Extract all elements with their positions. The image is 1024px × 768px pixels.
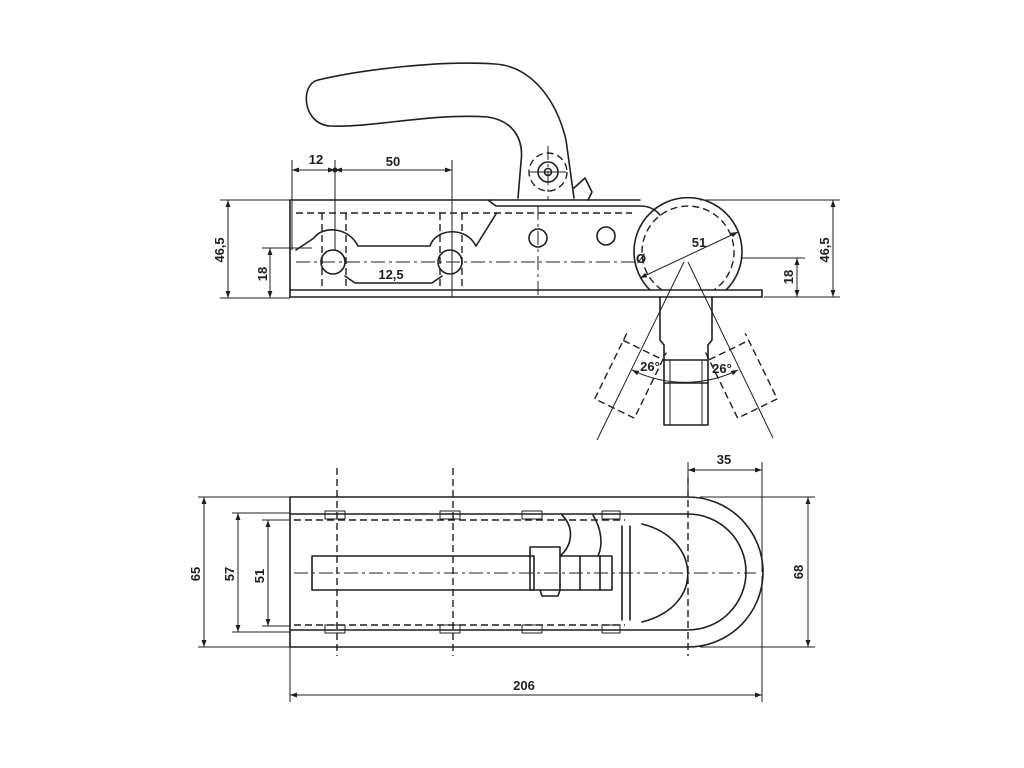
ball-socket	[633, 196, 743, 291]
dim-outer-width-label: 65	[188, 567, 203, 581]
dimension-width-right	[700, 496, 815, 648]
dim-ball-height-label: 18	[781, 270, 796, 284]
dim-inner-width-label: 51	[252, 569, 267, 583]
plan-ball-socket	[641, 523, 689, 623]
swing-angle-arc	[631, 369, 739, 383]
ball-shank	[659, 296, 713, 426]
handle-pivot	[528, 146, 593, 201]
dim-swing-left-label: 26°	[640, 359, 660, 374]
body-outline	[289, 199, 661, 298]
dim-slot-label: 12,5	[378, 267, 403, 282]
handle	[305, 62, 575, 199]
dim-mid-width-label: 57	[222, 567, 237, 581]
dim-length-label: 206	[513, 678, 535, 693]
plan-handle	[311, 514, 613, 597]
dim-ball-diameter-label: 51	[692, 235, 706, 250]
rivet-hole	[528, 228, 548, 248]
dimension-nose	[687, 462, 763, 572]
dim-hole-spacing-label: 50	[386, 154, 400, 169]
swing-line-left	[596, 261, 685, 441]
dim-height-right-label: 46,5	[817, 237, 832, 262]
plan-outer-outline	[289, 496, 764, 648]
bolt-hole	[437, 249, 463, 275]
bolt-holes	[295, 213, 497, 284]
dimension-length	[289, 576, 763, 702]
shank-swing-right	[705, 332, 779, 420]
plan-slots	[324, 510, 621, 634]
dimension-right	[700, 199, 840, 298]
dim-overall-width-label: 68	[791, 565, 806, 579]
dimension-left	[220, 199, 312, 299]
ball-diameter-line	[639, 231, 739, 279]
shank-swing-left	[593, 332, 667, 420]
swing-line-right	[687, 261, 774, 439]
base-plate	[289, 289, 763, 298]
rivet-hole	[596, 226, 616, 246]
bolt-hole	[320, 249, 346, 275]
dim-height-left-label: 46,5	[212, 237, 227, 262]
plan-inner-outline	[289, 513, 747, 631]
diameter-symbol: Ø	[636, 251, 646, 266]
dim-offset-label: 12	[309, 152, 323, 167]
dim-swing-right-label: 26°	[712, 361, 732, 376]
dim-nose-label: 35	[717, 452, 731, 467]
plan-view: 35 65 57 51 68 206	[188, 452, 815, 702]
dimension-widths-left	[198, 496, 290, 648]
dim-hole-height-label: 18	[255, 267, 270, 281]
dimension-top	[291, 160, 453, 297]
side-view: 12 50 46,5 18 12,5 51 Ø 46,5 18 26° 26°	[212, 62, 840, 441]
